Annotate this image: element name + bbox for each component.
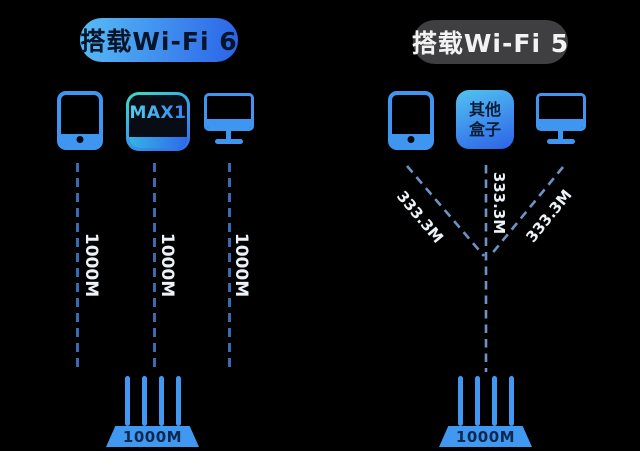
wifi5-badge: 搭载Wi-Fi 5	[411, 20, 570, 64]
phone-home-button	[76, 136, 84, 143]
phone-icon	[388, 91, 434, 150]
phone-home-button	[407, 136, 415, 143]
router-speed-label: 1000M	[455, 427, 516, 446]
other-box: 其他 盒子	[456, 90, 514, 149]
router-antenna	[475, 376, 480, 426]
other-box-label-line1: 其他	[468, 99, 501, 119]
speed-label: 1000M	[231, 232, 251, 298]
monitor-icon	[536, 93, 586, 145]
router-antenna	[458, 376, 463, 426]
monitor-bottom-bar	[539, 119, 583, 128]
wifi6-badge: 搭载Wi-Fi 6	[80, 18, 238, 62]
router-antenna	[176, 376, 181, 426]
dashed-link	[153, 163, 156, 371]
monitor-bottom-bar	[207, 119, 251, 128]
router-antenna	[492, 376, 497, 426]
max1-box-label: MAX1	[129, 103, 187, 123]
speed-label: 1000M	[157, 232, 177, 298]
dashed-link	[76, 163, 79, 371]
router: 1000M	[437, 376, 537, 451]
router-antenna	[159, 376, 164, 426]
monitor-icon	[204, 93, 254, 145]
speed-label: 1000M	[81, 232, 101, 298]
dashed-link	[228, 163, 231, 371]
wifi5-badge-label: 搭载Wi-Fi 5	[411, 29, 570, 58]
phone-icon	[57, 91, 103, 150]
monitor-stand	[226, 131, 231, 139]
monitor-screen	[536, 93, 586, 131]
max1-box: MAX1	[126, 92, 190, 151]
wifi6-badge-label: 搭载Wi-Fi 6	[80, 27, 238, 56]
converging-dashed-links	[406, 165, 565, 372]
monitor-stand	[558, 131, 563, 139]
router-antenna	[125, 376, 130, 426]
other-box-label-line2: 盒子	[468, 119, 501, 139]
monitor-base	[547, 139, 575, 144]
max1-bottom-bar	[129, 137, 187, 148]
monitor-screen	[204, 93, 254, 131]
router-body: 1000M	[106, 426, 199, 447]
router-speed-label: 1000M	[122, 427, 183, 446]
router-antenna	[142, 376, 147, 426]
monitor-base	[215, 139, 243, 144]
router: 1000M	[104, 376, 204, 451]
router-antenna	[509, 376, 514, 426]
speed-label: 333.3M	[490, 171, 508, 235]
router-body: 1000M	[439, 426, 532, 447]
